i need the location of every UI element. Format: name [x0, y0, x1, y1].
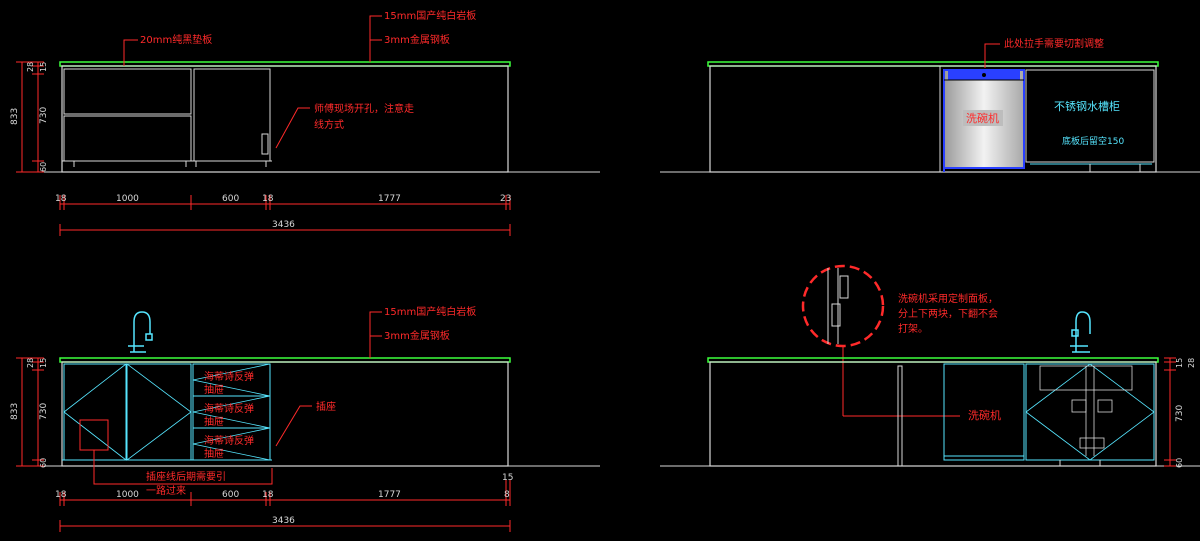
dim-833b: 833 [10, 403, 20, 420]
sink-cabinet [1025, 69, 1155, 163]
elevation-bottom-right: 洗碗机 洗碗机采用定制面板， 分上下两块，下翻不会 打架。 [660, 264, 1200, 468]
dim-1777: 1777 [378, 194, 401, 204]
panel-note-2: 分上下两块，下翻不会 [898, 307, 998, 320]
dim-1000b: 1000 [116, 490, 139, 500]
drawer-label-3b: 抽屉 [204, 447, 224, 460]
elevation-top-right: 洗碗机 不锈钢水槽柜 底板后留空150 此处拉手需要切割调整 [660, 37, 1200, 173]
drawer-label-1b: 抽屉 [204, 383, 224, 396]
cabinet-door [193, 68, 271, 162]
label-stone-top: 15mm国产纯白岩板 [384, 9, 476, 22]
elevation-top-left: 15mm国产纯白岩板 3mm金属钢板 20mm纯黑垫板 师傅现场开孔，注意走 线… [10, 9, 600, 236]
detail-panel-section [827, 268, 849, 344]
elevation-bottom-left: 海蒂诗反弹 抽屉 海蒂诗反弹 抽屉 海蒂诗反弹 抽屉 插座线后期需要引 一路过来… [10, 305, 600, 532]
label-socket-note-2: 一路过来 [146, 484, 186, 497]
detail-circle [801, 264, 885, 348]
dim-60r: 60 [1175, 458, 1184, 468]
label-steel-top: 3mm金属钢板 [384, 33, 450, 46]
dim-18b: 18 [262, 194, 274, 204]
dim-18c: 18 [55, 490, 67, 500]
drawer-label-3: 海蒂诗反弹 [204, 434, 254, 447]
faucet-icon-right [1070, 311, 1091, 353]
panel-note-3: 打架。 [898, 322, 928, 335]
label-hole-2: 线方式 [314, 118, 344, 131]
dim-15c: 15 [39, 358, 48, 368]
dim-8: 8 [504, 490, 510, 500]
dim-833: 833 [10, 108, 20, 125]
drawer-label-1: 海蒂诗反弹 [204, 370, 254, 383]
faucet-icon [128, 311, 153, 353]
dim-730: 730 [39, 107, 49, 124]
drawer-upper [63, 68, 192, 115]
label-dishwasher-top: 洗碗机 [966, 111, 999, 125]
label-back: 底板后留空150 [1062, 135, 1124, 147]
dim-1000: 1000 [116, 194, 139, 204]
label-socket-note: 插座线后期需要引 [146, 470, 226, 483]
label-pad: 20mm纯黑垫板 [140, 33, 212, 46]
dim-15r: 15 [1175, 358, 1184, 368]
dim-600b: 600 [222, 490, 239, 500]
dim-15b: 15 [502, 473, 513, 483]
drawer-lower [63, 115, 192, 162]
dim-730r: 730 [1175, 405, 1185, 422]
dim-total-top: 3436 [272, 220, 295, 230]
dim-total-bottom: 3436 [272, 516, 295, 526]
label-dishwasher-bottom: 洗碗机 [968, 408, 1001, 422]
dim-1777b: 1777 [378, 490, 401, 500]
drawer-label-2: 海蒂诗反弹 [204, 402, 254, 415]
label-sink: 不锈钢水槽柜 [1054, 100, 1120, 113]
dim-28r: 28 [1187, 358, 1196, 368]
dim-28b: 28 [26, 358, 35, 368]
label-hole: 师傅现场开孔，注意走 [314, 102, 414, 115]
dim-600: 600 [222, 194, 239, 204]
dim-18d: 18 [262, 490, 274, 500]
dim-23: 23 [500, 194, 511, 204]
label-stone-bottom: 15mm国产纯白岩板 [384, 305, 476, 318]
label-socket: 插座 [316, 400, 336, 413]
countertop-bottom [59, 357, 511, 363]
dim-28: 28 [26, 62, 35, 72]
dim-15: 15 [39, 62, 48, 72]
dim-730b: 730 [39, 403, 49, 420]
dim-18a: 18 [55, 194, 67, 204]
dim-60: 60 [39, 162, 48, 172]
dim-60b: 60 [39, 458, 48, 468]
cabinet-outline [61, 65, 509, 173]
drawer-label-2b: 抽屉 [204, 415, 224, 428]
sink-plumbing [1071, 366, 1113, 456]
panel-note-1: 洗碗机采用定制面板， [898, 292, 998, 305]
label-handle: 此处拉手需要切割调整 [1004, 37, 1104, 50]
label-steel-bottom: 3mm金属钢板 [384, 329, 450, 342]
dishwasher-badge [963, 110, 1003, 126]
